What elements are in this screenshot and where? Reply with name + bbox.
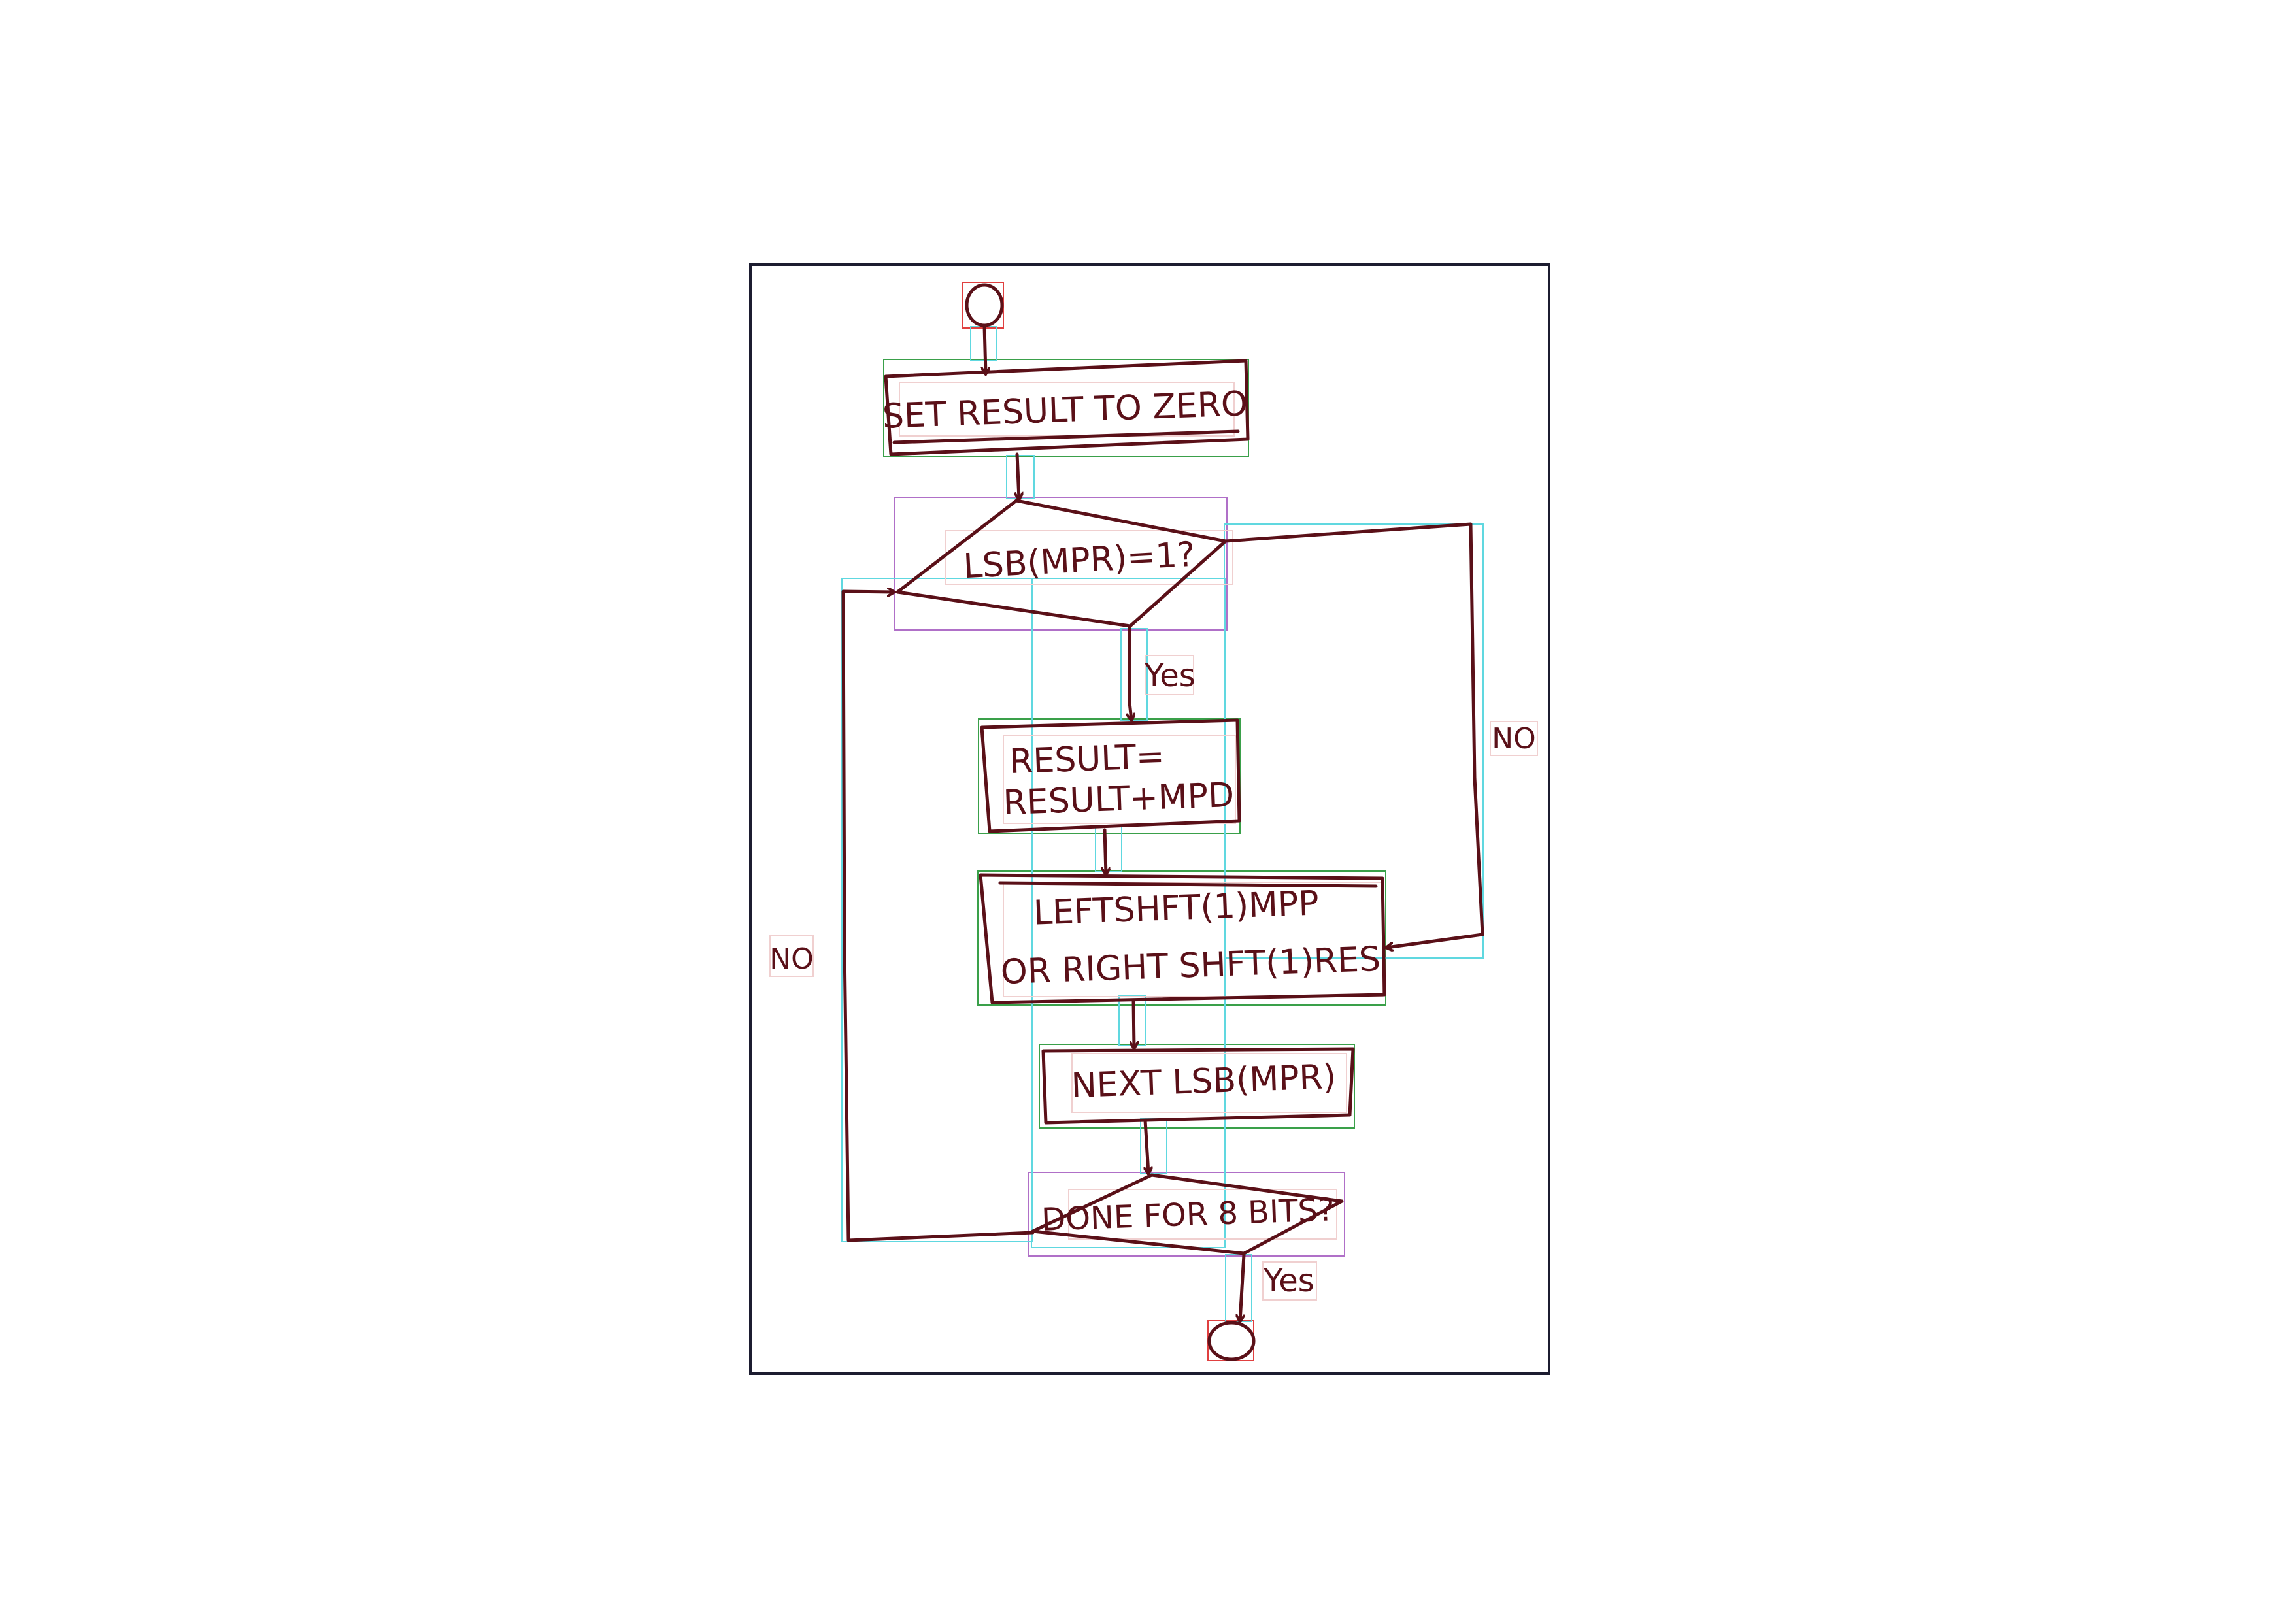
edge-add-to-shift [1105, 828, 1106, 874]
done-no-label: NO [769, 942, 814, 976]
set-result-underline [892, 429, 1240, 444]
annot-text-next [1071, 1053, 1347, 1113]
annot-done-decision [1028, 1172, 1345, 1257]
end-terminal [1207, 1321, 1256, 1361]
lsb-yes-label: Yes [1144, 657, 1195, 694]
done-decision-label: DONE FOR 8 BITS? [1041, 1191, 1335, 1238]
edge-set-to-lsb [1017, 452, 1019, 499]
result-add-label-line2: RESULT+MPD [1003, 776, 1235, 823]
start-terminal [965, 283, 1004, 327]
set-result-box [884, 359, 1250, 456]
shift-box [979, 873, 1386, 1004]
annot-label-no-right [1490, 721, 1538, 756]
shift-label-line2: OR RIGHT SHFT(1)RES [1000, 940, 1381, 992]
annot-edge-done-no [841, 578, 1033, 1242]
edge-lsb-yes [1130, 625, 1131, 720]
result-add-label-line1: RESULT= [1009, 737, 1165, 782]
annot-label-yes-2 [1262, 1261, 1317, 1301]
edge-shift-to-next [1133, 998, 1134, 1048]
edge-start-to-set [984, 323, 986, 374]
annot-next-lsb [1039, 1044, 1355, 1129]
annot-edge-done-yes [1225, 1254, 1252, 1322]
result-add-box [980, 718, 1241, 833]
annot-shift [977, 870, 1386, 1006]
annot-text-add [1003, 735, 1236, 824]
done-yes-label: Yes [1263, 1263, 1314, 1299]
page-frame [749, 263, 1550, 1375]
edge-lsb-no [1224, 522, 1484, 948]
set-result-label: SET RESULT TO ZERO [882, 384, 1248, 436]
annot-label-yes-1 [1145, 655, 1194, 695]
edge-labels: Yes NO NO Yes [769, 657, 1536, 1299]
next-lsb-box [1041, 1047, 1355, 1125]
shift-box-inner [998, 881, 1378, 888]
node-labels: SET RESULT TO ZERO LSB(MPR)=1? RESULT= R… [882, 384, 1381, 1238]
edge-done-no [841, 591, 1035, 1242]
annot-lane [1031, 578, 1226, 1248]
annot-label-no-left [769, 935, 814, 977]
annot-edge-lsb-yes [1120, 628, 1148, 721]
next-lsb-label: NEXT LSB(MPR) [1071, 1057, 1337, 1106]
lsb-no-label: NO [1492, 722, 1536, 755]
edge-next-to-done [1145, 1118, 1148, 1174]
edge-done-yes [1240, 1253, 1246, 1321]
annot-lsb-decision [894, 497, 1228, 631]
shift-label-line1: LEFTSHFT(1)MPP [1033, 884, 1320, 933]
